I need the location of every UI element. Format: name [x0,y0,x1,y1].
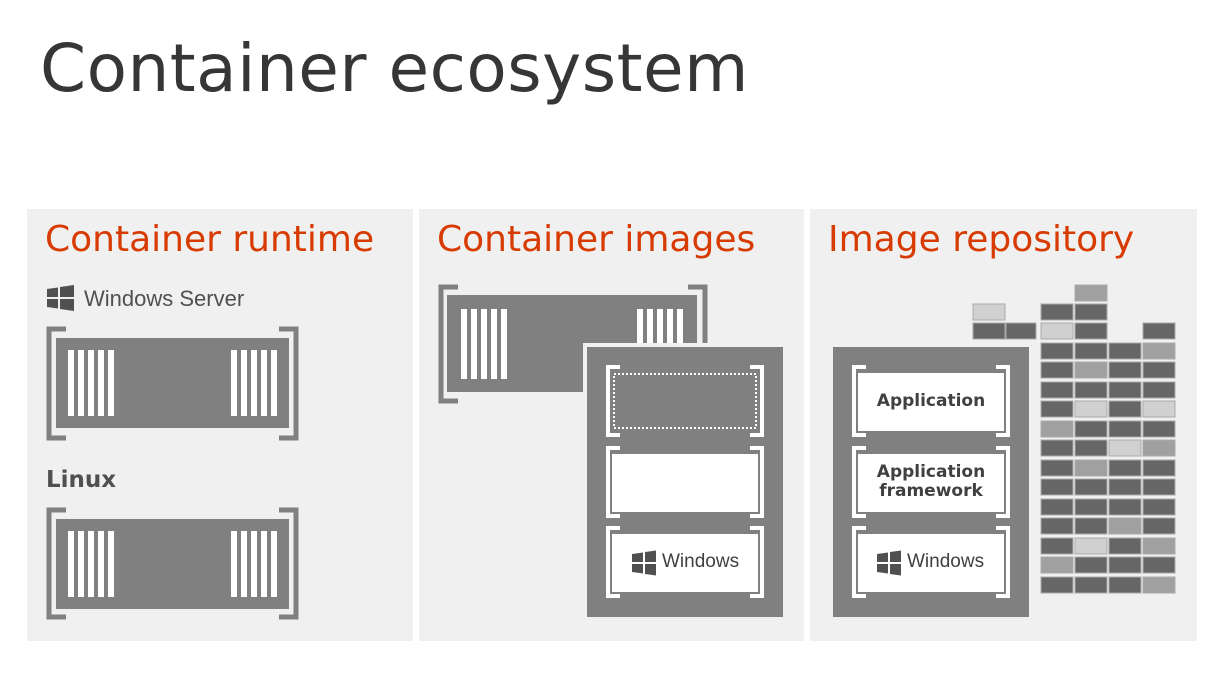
container-icon-linux [46,507,299,620]
panel-title-images: Container images [437,219,756,260]
layer-windows-label: Windows [907,551,985,572]
image-stack [583,343,787,621]
linux-label: Linux [46,467,117,493]
panel-title-runtime: Container runtime [45,219,375,260]
page-title: Container ecosystem [40,30,749,107]
layer-application-label: Application [876,391,986,411]
windows-logo-icon [632,550,656,576]
windows-layer-label: Windows [662,551,740,572]
panel-title-repository: Image repository [828,219,1135,260]
layer-framework-label: Application framework [876,462,986,501]
windows-logo-icon [877,550,901,576]
repository-image-stack [829,343,1033,621]
container-icon-windows-server [46,326,299,441]
windows-server-label: Windows Server [84,286,245,311]
repository-container-stack [972,284,1176,594]
windows-logo-icon [47,285,74,311]
